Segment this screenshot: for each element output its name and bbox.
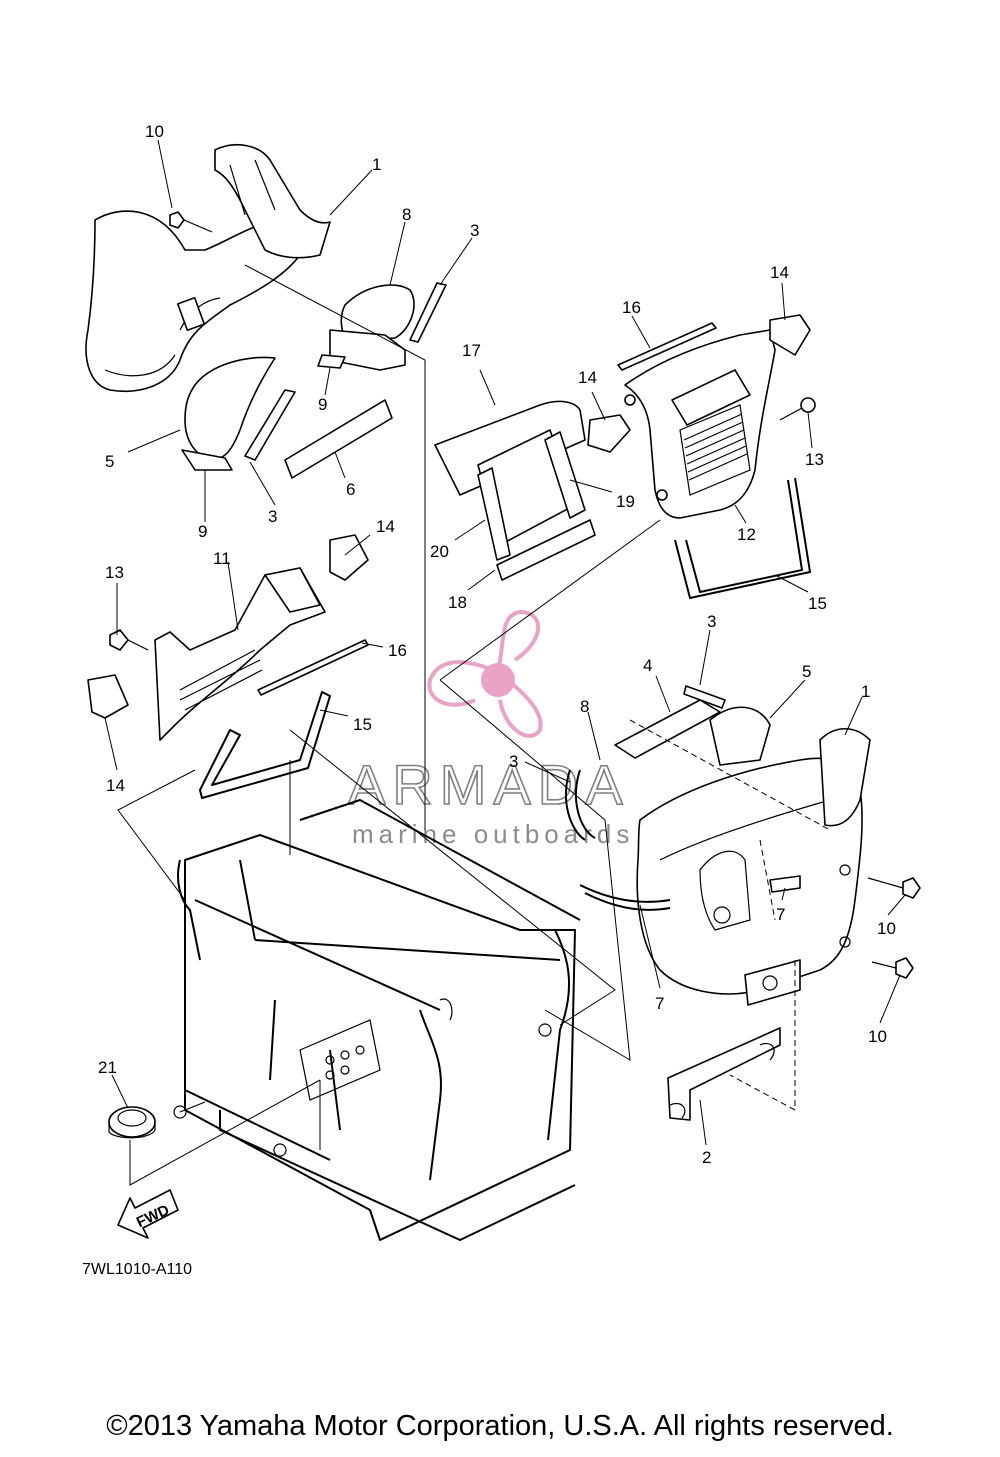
part-2-bracket xyxy=(667,1027,781,1121)
callout-16-left: 16 xyxy=(388,641,407,660)
part-1-lower xyxy=(636,706,871,1006)
part-14-block-mid xyxy=(587,414,631,453)
part-16-upper-rod xyxy=(617,322,717,371)
part-9-upper-clip xyxy=(317,354,346,369)
callout-10-top: 10 xyxy=(145,122,164,141)
callout-16-top: 16 xyxy=(622,298,641,317)
callout-9-left: 9 xyxy=(198,522,207,541)
guide-lines xyxy=(117,264,831,1186)
callout-10-right-a: 10 xyxy=(877,919,896,938)
callout-5-left: 5 xyxy=(105,452,114,471)
callout-6: 6 xyxy=(346,480,355,499)
callout-1-top: 1 xyxy=(372,155,381,174)
callout-3-left: 3 xyxy=(268,507,277,526)
part-7-small xyxy=(769,875,801,893)
propeller-logo-icon xyxy=(427,609,543,738)
part-3-upper-strip xyxy=(409,282,447,343)
part-20-strip xyxy=(477,467,511,561)
watermark-subtitle: marine outboards xyxy=(352,819,634,849)
part-8-lower-frame xyxy=(564,769,596,841)
callout-17: 17 xyxy=(462,341,481,360)
callout-13-left: 13 xyxy=(105,563,124,582)
part-15-upper-frame xyxy=(674,477,811,599)
callout-11: 11 xyxy=(213,549,231,568)
callout-3-right: 3 xyxy=(707,612,716,631)
bolt-10-lower-a xyxy=(867,877,921,899)
watermark-title: ARMADA xyxy=(348,753,630,816)
callout-10-right-b: 10 xyxy=(868,1027,887,1046)
callout-7-lower: 7 xyxy=(655,994,664,1013)
part-8-upper xyxy=(329,284,415,371)
callout-12: 12 xyxy=(737,525,756,544)
callout-9-mid: 9 xyxy=(318,395,327,414)
callout-20: 20 xyxy=(430,542,449,561)
grille-lines xyxy=(683,413,748,481)
diagram-code: 7WL1010-A110 xyxy=(82,1261,192,1278)
callout-21: 21 xyxy=(98,1058,117,1077)
bolt-10-upper xyxy=(169,211,213,233)
bolt-10-lower-b xyxy=(871,957,914,979)
part-14-block-left xyxy=(87,674,129,719)
part-18-strip xyxy=(496,519,596,581)
callout-1-right: 1 xyxy=(861,682,870,701)
callout-3-lower: 3 xyxy=(509,752,518,771)
leader-lines xyxy=(104,139,906,1146)
callout-7-right: 7 xyxy=(776,905,785,924)
part-5-upper xyxy=(181,356,276,471)
fwd-arrow-icon: FWD xyxy=(117,1189,179,1239)
callout-19: 19 xyxy=(616,492,635,511)
part-4-lower-strip xyxy=(614,699,721,759)
callout-15-left: 15 xyxy=(353,715,372,734)
copyright-text: ©2013 Yamaha Motor Corporation, U.S.A. A… xyxy=(106,1410,894,1442)
part-14-block-center xyxy=(329,534,369,581)
bolt-13-upper xyxy=(779,397,816,421)
part-3-mid-strip xyxy=(244,389,296,461)
part-17-panel xyxy=(434,400,586,496)
callout-8-right: 8 xyxy=(580,697,589,716)
part-7-lower-strip xyxy=(579,884,671,911)
callout-2: 2 xyxy=(702,1148,711,1167)
callout-5-right: 5 xyxy=(802,662,811,681)
part-19-panel xyxy=(477,429,586,546)
part-12-assembly xyxy=(624,329,776,519)
callout-3-top: 3 xyxy=(470,221,479,240)
part-15-lower-frame xyxy=(199,691,331,799)
part-6-block xyxy=(284,399,393,479)
callout-14-mid: 14 xyxy=(578,368,597,387)
callout-18: 18 xyxy=(448,593,467,612)
callout-14-left: 14 xyxy=(106,776,125,795)
callout-14-top: 14 xyxy=(770,263,789,282)
bolt-13-left xyxy=(109,629,149,651)
main-frame-assembly xyxy=(173,799,581,1241)
callout-4: 4 xyxy=(643,656,652,675)
part-21-grommet xyxy=(108,1106,156,1139)
callout-14-center: 14 xyxy=(376,517,395,536)
callout-15-right: 15 xyxy=(808,594,827,613)
callout-8-top: 8 xyxy=(402,205,411,224)
part-16-lower-rod xyxy=(257,639,369,696)
part-11-assembly xyxy=(154,567,326,741)
callout-labels: 10 1 8 3 9 5 9 3 6 17 14 16 14 13 12 19 … xyxy=(98,122,896,1167)
part-3-lower-strip xyxy=(683,685,726,709)
part-14-block-top xyxy=(769,314,811,356)
part-1-upper xyxy=(85,144,331,392)
callout-13-right: 13 xyxy=(805,450,824,469)
